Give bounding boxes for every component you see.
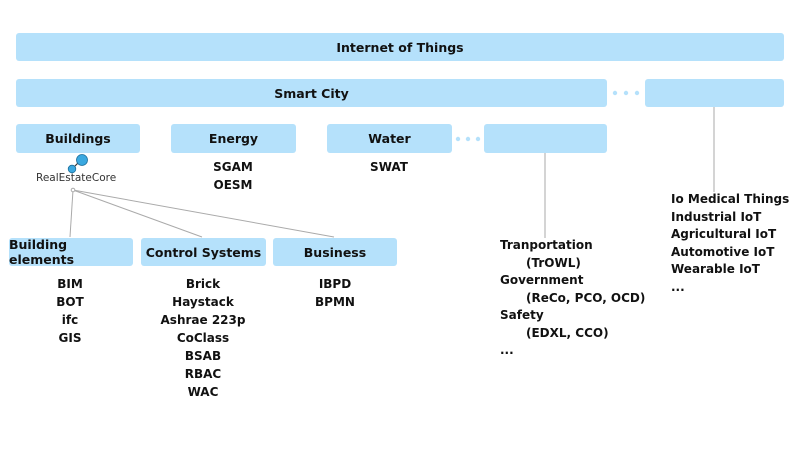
box-buildings: Buildings [16, 124, 140, 153]
control-list: Brick Haystack Ashrae 223p CoClass BSAB … [143, 275, 263, 401]
list-item: BPMN [315, 295, 355, 309]
list-item: Tranportation [500, 238, 593, 252]
list-item: Brick [185, 277, 221, 291]
ellipsis-dots-city [612, 90, 640, 96]
realestatecore-logo-text: RealEstateCore [36, 172, 117, 184]
list-item: BIM [57, 277, 83, 291]
energy-list: SGAM OESM [183, 158, 283, 194]
line-to-elements [69, 189, 74, 238]
list-item: Automotive IoT [671, 244, 775, 259]
ellipsis-dots-domains [455, 136, 481, 142]
iot-other-list: Io Medical Things Industrial IoT Agricul… [671, 191, 789, 296]
list-item: SWAT [370, 160, 408, 174]
realestatecore-logo-icon [67, 154, 88, 174]
list-item: OESM [213, 178, 253, 192]
box-other-city [484, 124, 607, 153]
list-item: IBPD [318, 277, 352, 291]
list-item: SGAM [213, 160, 253, 174]
list-item: (ReCo, PCO, OCD) [526, 290, 646, 305]
list-item: ... [500, 343, 514, 357]
list-item: Safety [500, 308, 544, 322]
business-list: IBPD BPMN [285, 275, 385, 311]
box-water: Water [327, 124, 452, 153]
box-control-systems: Control Systems [141, 238, 266, 266]
list-item: ifc [61, 313, 79, 327]
list-item: Ashrae 223p [160, 313, 246, 327]
list-item: BOT [56, 295, 84, 309]
list-item: Government [500, 273, 584, 287]
list-item: WAC [187, 385, 219, 399]
list-item: ... [671, 279, 685, 294]
list-item: (EDXL, CCO) [526, 325, 609, 340]
list-item: (TrOWL) [526, 255, 581, 270]
elements-list: BIM BOT ifc GIS [20, 275, 120, 347]
line-to-control [72, 189, 203, 238]
list-item: Haystack [172, 295, 234, 309]
box-building-elements: Building elements [9, 237, 133, 267]
city-other-list: Tranportation (TrOWL) Government (ReCo, … [500, 237, 645, 360]
list-item: GIS [58, 331, 82, 345]
list-item: Wearable IoT [671, 262, 760, 276]
list-item: Industrial IoT [671, 209, 762, 224]
box-internet-of-things: Internet of Things [16, 33, 784, 61]
list-item: Agricultural IoT [671, 227, 777, 241]
box-business: Business [273, 238, 397, 266]
box-smart-city: Smart City [16, 79, 607, 107]
list-item: Io Medical Things [671, 192, 790, 206]
list-item: CoClass [176, 331, 230, 345]
water-list: SWAT [339, 158, 439, 176]
box-other-iot [645, 79, 784, 107]
box-energy: Energy [171, 124, 296, 153]
line-to-business [72, 189, 335, 238]
list-item: RBAC [184, 367, 222, 381]
list-item: BSAB [184, 349, 222, 363]
